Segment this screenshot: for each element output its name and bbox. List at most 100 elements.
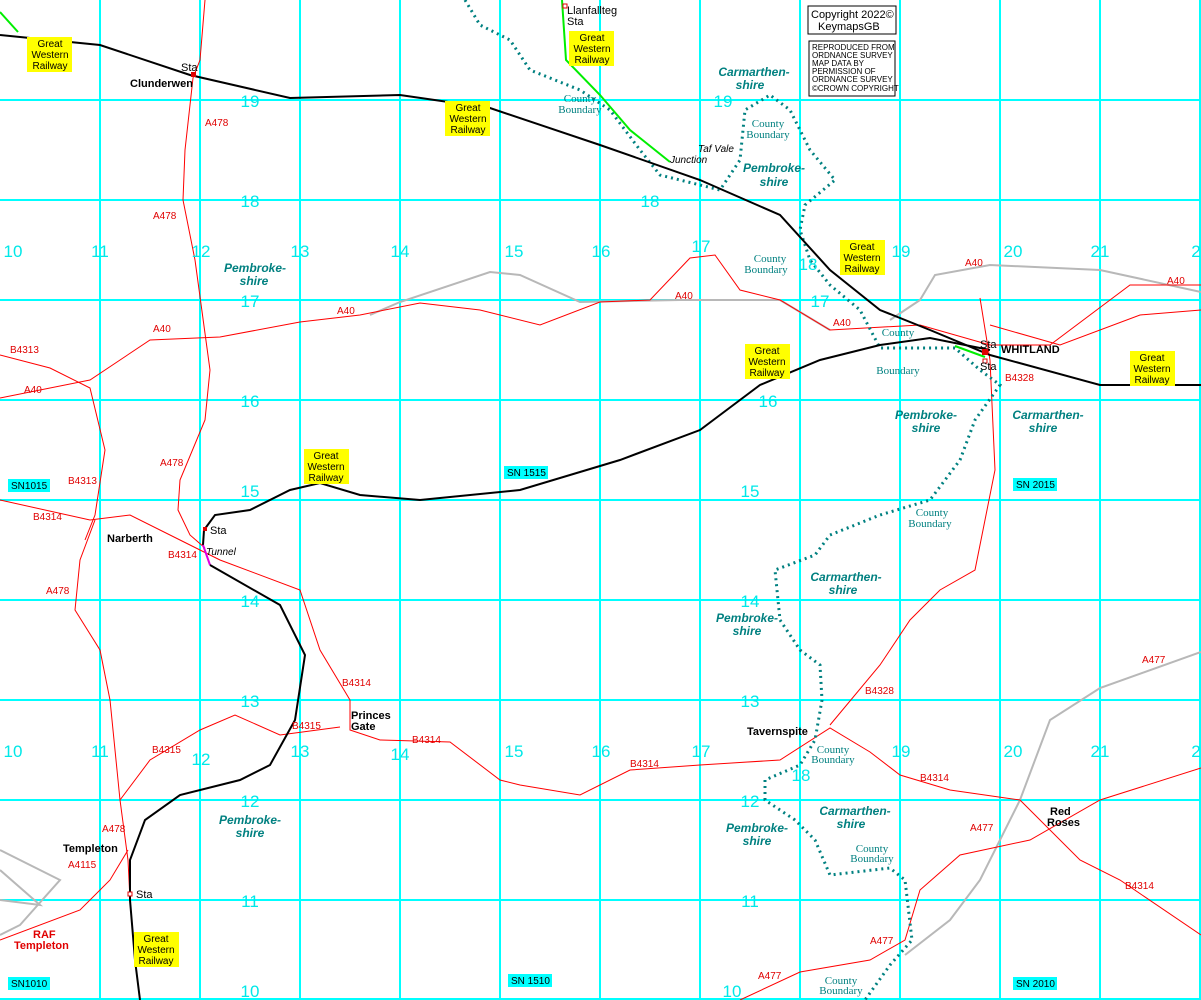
svg-text:County: County <box>856 843 889 855</box>
svg-text:shire: shire <box>837 817 866 831</box>
svg-text:Pembroke-: Pembroke- <box>895 408 957 422</box>
svg-text:10: 10 <box>723 982 742 1000</box>
place-tavernspite: Tavernspite <box>747 726 808 738</box>
svg-text:10: 10 <box>241 982 260 1000</box>
svg-text:11: 11 <box>91 242 109 261</box>
svg-text:KeymapsGB: KeymapsGB <box>818 21 880 33</box>
place-clunderwen: Clunderwen <box>130 78 193 90</box>
svg-text:Railway: Railway <box>138 956 173 967</box>
svg-text:Western: Western <box>748 357 785 368</box>
railway-branch <box>202 336 991 546</box>
svg-text:Boundary: Boundary <box>908 518 952 530</box>
county-boundary-line <box>463 0 1003 1000</box>
svg-text:B4314: B4314 <box>920 773 949 784</box>
svg-text:Pembroke-: Pembroke- <box>224 261 286 275</box>
svg-text:Tunnel: Tunnel <box>206 547 237 558</box>
station-marker <box>127 891 133 897</box>
svg-text:20: 20 <box>1004 742 1023 761</box>
svg-text:shire: shire <box>240 274 269 288</box>
svg-text:Boundary: Boundary <box>744 264 788 276</box>
svg-text:County: County <box>564 93 597 105</box>
svg-text:Western: Western <box>31 50 68 61</box>
svg-text:SN 1515: SN 1515 <box>507 468 546 479</box>
svg-text:Boundary: Boundary <box>746 129 790 141</box>
square-labels: SN1015 SN 1515 SN 2015 SN1010 SN 1510 SN… <box>8 466 1057 990</box>
svg-text:Boundary: Boundary <box>876 365 920 377</box>
svg-text:PERMISSION OF: PERMISSION OF <box>812 67 876 76</box>
svg-text:16: 16 <box>241 392 260 411</box>
station-marker <box>562 3 568 9</box>
svg-text:Carmarthen-: Carmarthen- <box>819 804 890 818</box>
svg-text:Pembroke-: Pembroke- <box>219 813 281 827</box>
svg-text:15: 15 <box>741 482 760 501</box>
svg-text:18: 18 <box>641 192 660 211</box>
svg-text:County: County <box>916 507 949 519</box>
svg-text:Templeton: Templeton <box>14 940 69 952</box>
road-b4315 <box>119 714 341 801</box>
svg-text:20: 20 <box>1004 242 1023 261</box>
svg-text:19: 19 <box>241 92 260 111</box>
svg-text:16: 16 <box>592 242 611 261</box>
svg-text:11: 11 <box>741 892 759 911</box>
svg-text:shire: shire <box>236 826 265 840</box>
svg-text:B4314: B4314 <box>168 550 197 561</box>
svg-text:Great: Great <box>313 451 338 462</box>
svg-text:A40: A40 <box>1167 276 1185 287</box>
svg-text:A477: A477 <box>970 823 994 834</box>
svg-text:B4315: B4315 <box>152 745 181 756</box>
svg-text:B4314: B4314 <box>33 512 62 523</box>
svg-text:B4314: B4314 <box>630 759 659 770</box>
svg-text:Railway: Railway <box>1134 375 1169 386</box>
svg-text:shire: shire <box>1029 421 1058 435</box>
svg-text:B4314: B4314 <box>412 735 441 746</box>
svg-text:shire: shire <box>912 421 941 435</box>
station-marker <box>982 349 988 355</box>
tunnel-line <box>202 544 211 566</box>
svg-text:Great: Great <box>143 934 168 945</box>
svg-text:19: 19 <box>892 742 911 761</box>
svg-text:Railway: Railway <box>574 55 609 66</box>
road-a478-south <box>74 519 131 901</box>
svg-text:Junction: Junction <box>669 155 708 166</box>
svg-text:17: 17 <box>241 292 260 311</box>
svg-text:A478: A478 <box>102 824 126 835</box>
svg-text:17: 17 <box>692 742 711 761</box>
svg-text:Boundary: Boundary <box>819 985 863 997</box>
svg-text:B4328: B4328 <box>1005 373 1034 384</box>
svg-text:Railway: Railway <box>844 264 879 275</box>
svg-text:SN 1510: SN 1510 <box>511 976 550 987</box>
place-whitland: WHITLAND <box>1001 344 1060 356</box>
svg-text:10: 10 <box>4 742 23 761</box>
svg-text:18: 18 <box>792 766 811 785</box>
svg-text:12: 12 <box>192 242 211 261</box>
road-b4314 <box>0 499 1201 936</box>
svg-text:MAP DATA BY: MAP DATA BY <box>812 59 865 68</box>
svg-text:B4314: B4314 <box>342 678 371 689</box>
svg-text:County: County <box>817 744 850 756</box>
svg-text:A477: A477 <box>1142 655 1166 666</box>
svg-text:County: County <box>754 253 787 265</box>
svg-text:A40: A40 <box>337 306 355 317</box>
place-princes-gate: Princes <box>351 710 391 722</box>
svg-text:Western: Western <box>137 945 174 956</box>
svg-text:Western: Western <box>1133 364 1170 375</box>
road-a4115 <box>0 849 129 941</box>
svg-text:shire: shire <box>829 583 858 597</box>
svg-text:16: 16 <box>592 742 611 761</box>
place-raf-templeton: RAF <box>33 929 56 941</box>
svg-text:Pembroke-: Pembroke- <box>716 611 778 625</box>
svg-text:10: 10 <box>4 242 23 261</box>
svg-text:14: 14 <box>391 242 410 261</box>
station-marker <box>191 72 196 77</box>
svg-text:Railway: Railway <box>32 61 67 72</box>
svg-text:17: 17 <box>692 237 711 256</box>
svg-text:19: 19 <box>892 242 911 261</box>
road-a40 <box>0 254 1201 399</box>
place-narberth: Narberth <box>107 533 153 545</box>
svg-text:16: 16 <box>759 392 778 411</box>
svg-text:Taf Vale: Taf Vale <box>698 144 734 155</box>
